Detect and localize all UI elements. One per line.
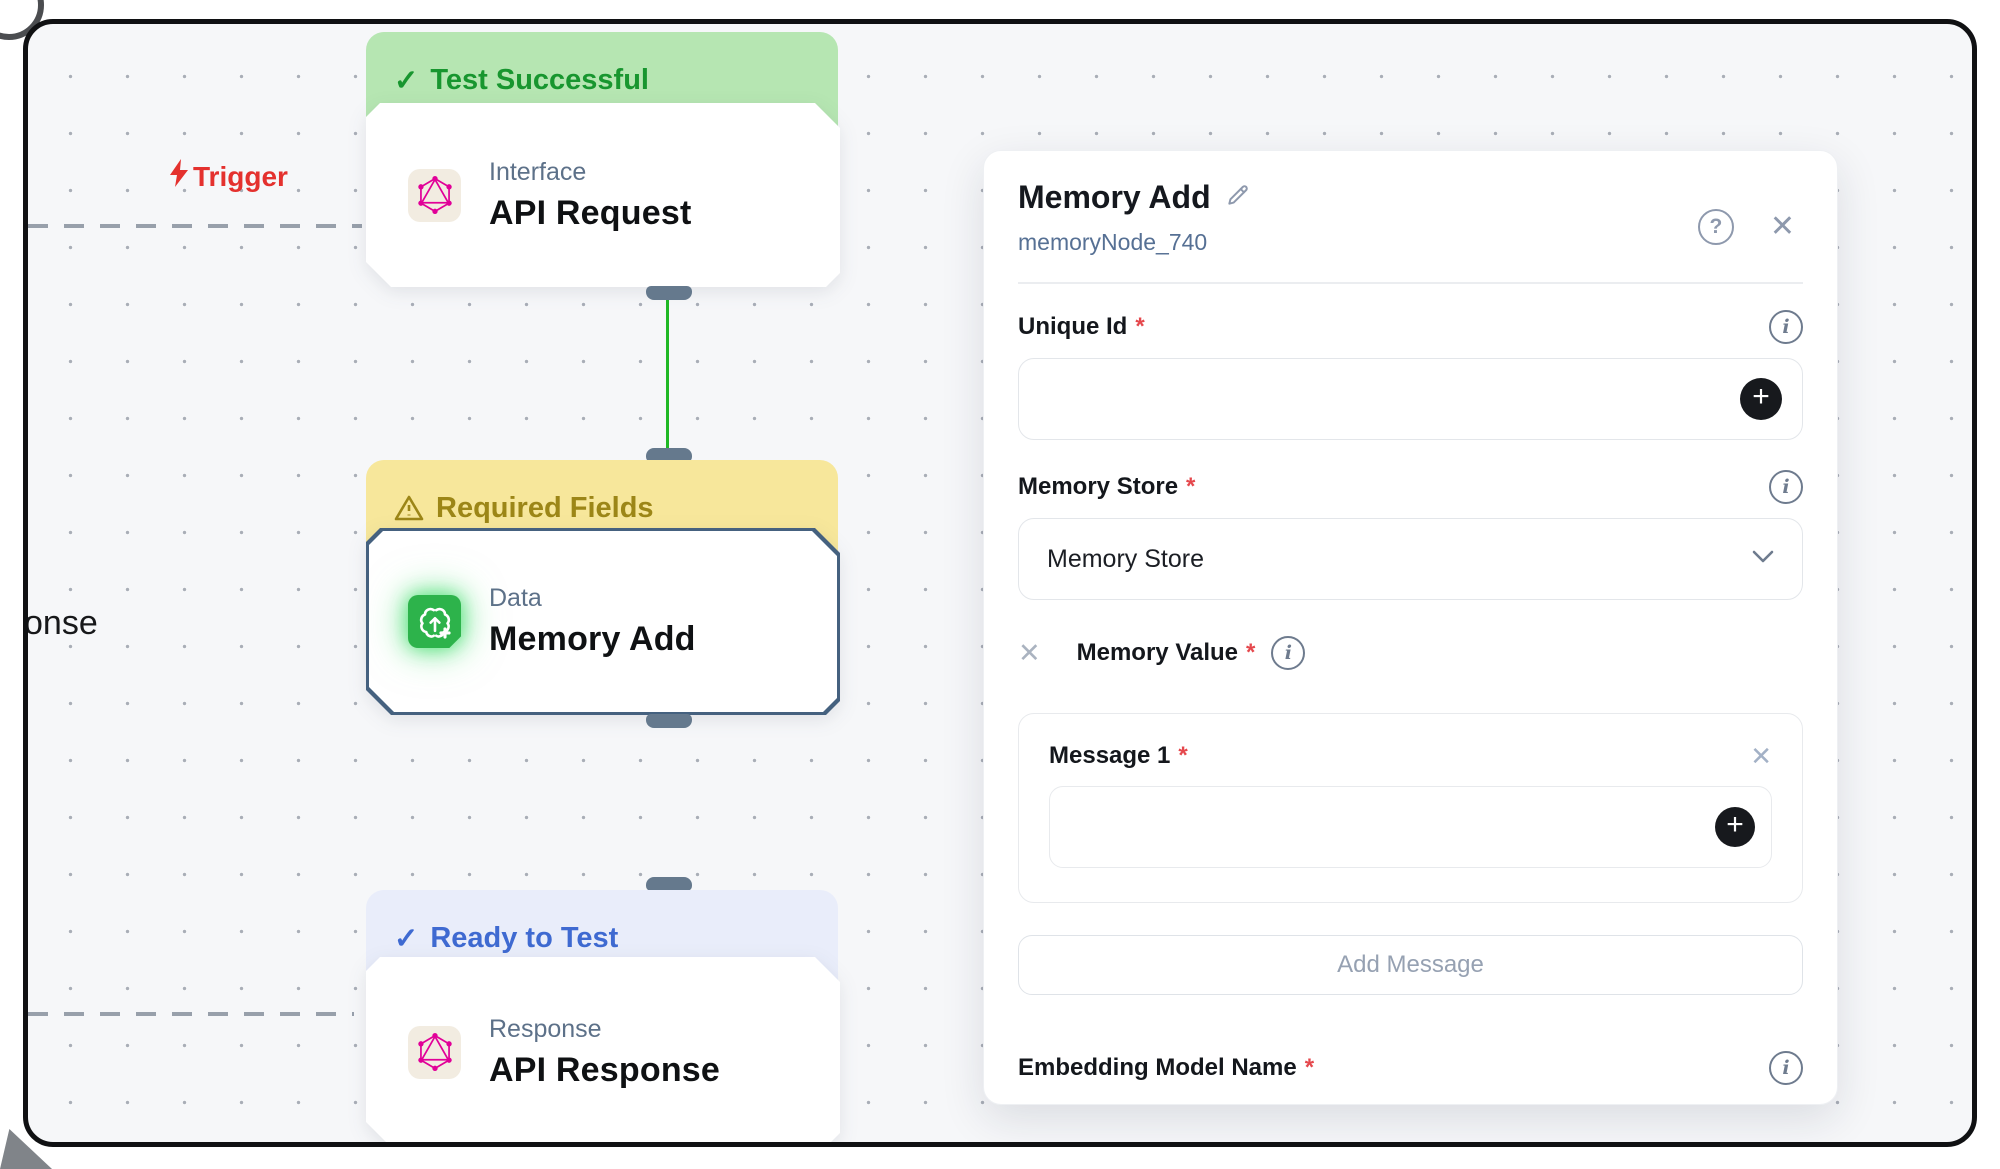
- node-category: Data: [489, 584, 542, 612]
- node-title: API Request: [489, 193, 692, 232]
- message-label: Message 1: [1049, 742, 1171, 769]
- node-api-response[interactable]: Response API Response: [366, 957, 840, 1147]
- remove-memory-value-icon[interactable]: ✕: [1018, 637, 1041, 668]
- unique-id-input-wrap: +: [1018, 358, 1803, 440]
- required-asterisk: *: [1186, 473, 1196, 500]
- banner-text: Required Fields: [436, 491, 654, 524]
- clipped-node-text: onse: [24, 604, 98, 642]
- input-handle-memory-add[interactable]: [646, 448, 692, 462]
- header-divider: [1018, 282, 1803, 284]
- node-card[interactable]: Interface API Request: [366, 103, 840, 287]
- message-input[interactable]: [1050, 787, 1771, 867]
- add-variable-button[interactable]: +: [1740, 378, 1782, 420]
- unique-id-label: Unique Id: [1018, 313, 1128, 340]
- dashed-edge-bottom: [28, 1012, 354, 1016]
- info-icon[interactable]: i: [1769, 310, 1803, 344]
- memory-store-label: Memory Store: [1018, 473, 1179, 500]
- info-icon[interactable]: i: [1769, 470, 1803, 504]
- lightning-bolt-icon: [168, 158, 190, 195]
- input-handle-api-response[interactable]: [646, 877, 692, 891]
- info-icon[interactable]: i: [1271, 636, 1306, 670]
- add-message-button[interactable]: Add Message: [1018, 935, 1803, 995]
- node-id-subtitle: memoryNode_740: [1018, 229, 1208, 255]
- required-asterisk: *: [1304, 1054, 1315, 1081]
- trigger-text: Trigger: [193, 160, 288, 192]
- info-icon[interactable]: i: [1769, 1051, 1803, 1085]
- node-api-request[interactable]: Interface API Request: [366, 103, 840, 287]
- memory-value-label: Memory Value: [1076, 639, 1239, 666]
- unique-id-input[interactable]: [1019, 359, 1802, 439]
- warning-icon: [394, 494, 424, 522]
- workflow-canvas[interactable]: Trigger onse ✓ Test Successful: [28, 24, 1972, 1142]
- output-handle-api-request[interactable]: [646, 286, 692, 300]
- graphql-icon: [408, 169, 461, 222]
- trigger-label: Trigger: [168, 158, 288, 195]
- graphql-icon: [408, 1026, 461, 1079]
- banner-text: Ready to Test: [430, 921, 619, 954]
- check-icon: ✓: [394, 922, 419, 955]
- node-memory-add[interactable]: Data Memory Add: [366, 528, 840, 715]
- remove-message-icon[interactable]: ✕: [1750, 741, 1772, 771]
- required-asterisk: *: [1135, 313, 1145, 340]
- edge-api-request-to-memory-add[interactable]: [666, 300, 669, 450]
- node-category: Response: [489, 1014, 602, 1043]
- app-frame: Trigger onse ✓ Test Successful: [23, 19, 1977, 1147]
- node-properties-panel: Memory Add memoryNode_740 ? ✕: [983, 150, 1838, 1105]
- chevron-down-icon: [1752, 550, 1774, 569]
- dashed-edge-top: [28, 224, 362, 228]
- help-icon[interactable]: ?: [1697, 209, 1734, 245]
- banner-text: Test Successful: [430, 63, 649, 96]
- node-category: Interface: [489, 157, 587, 186]
- close-panel-icon[interactable]: ✕: [1769, 210, 1795, 243]
- output-handle-memory-add[interactable]: [646, 714, 692, 728]
- check-icon: ✓: [394, 64, 419, 97]
- edit-pencil-icon[interactable]: [1225, 182, 1251, 213]
- node-title: API Response: [489, 1050, 721, 1089]
- panel-title: Memory Add: [1018, 179, 1211, 215]
- memory-store-select[interactable]: Memory Store: [1018, 518, 1803, 600]
- embedding-model-label: Embedding Model Name: [1018, 1054, 1297, 1081]
- message-card: Message 1 * ✕ +: [1018, 713, 1803, 903]
- message-input-wrap: +: [1049, 786, 1772, 868]
- required-asterisk: *: [1246, 639, 1256, 666]
- node-card[interactable]: Response API Response: [366, 957, 840, 1147]
- memory-add-icon: [408, 595, 461, 648]
- required-asterisk: *: [1178, 742, 1188, 769]
- add-variable-button[interactable]: +: [1715, 807, 1755, 847]
- memory-store-value: Memory Store: [1047, 544, 1204, 573]
- node-title: Memory Add: [489, 620, 696, 658]
